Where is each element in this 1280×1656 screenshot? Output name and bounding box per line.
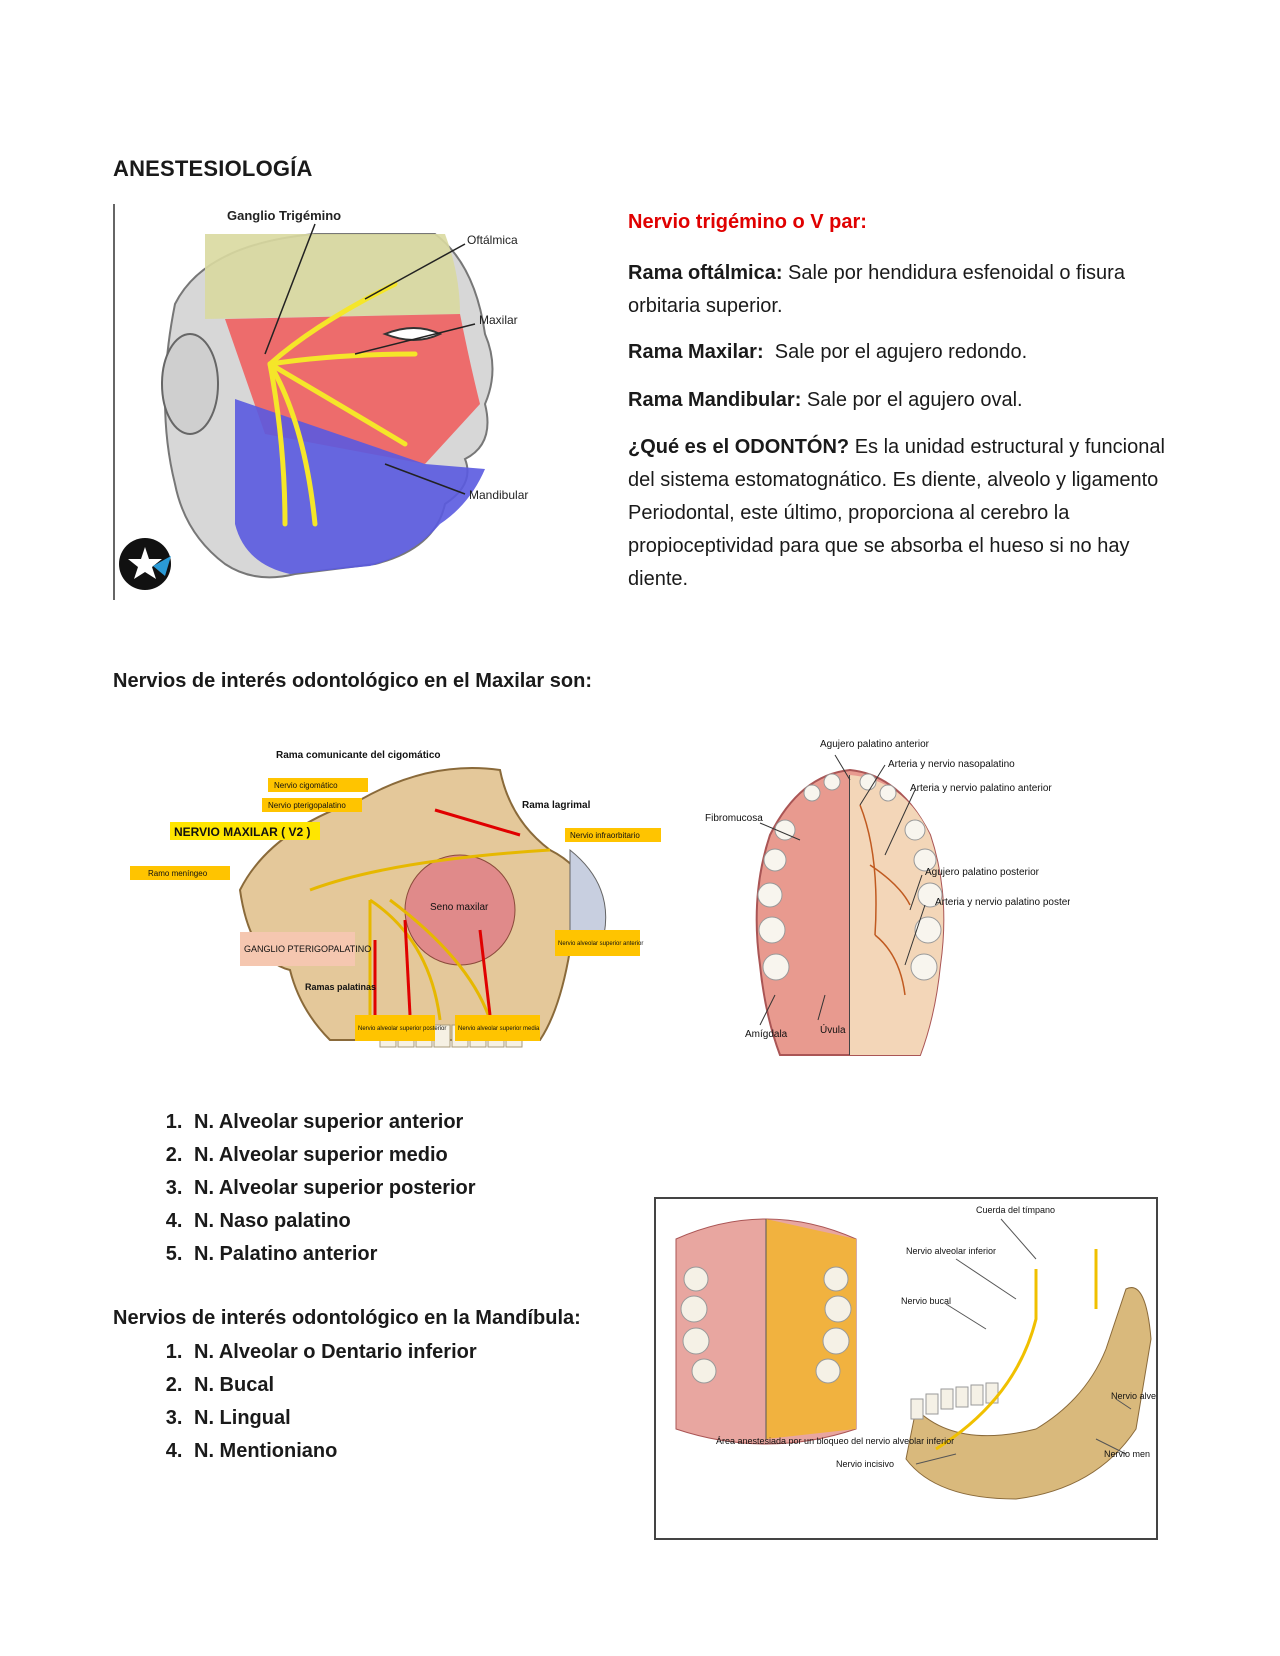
maxilar-nerve-list: N. Alveolar superior anterior N. Alveola… <box>150 1106 476 1271</box>
list-item: N. Lingual <box>188 1402 477 1435</box>
label-agujero-palatino-anterior: Agujero palatino anterior <box>820 739 930 750</box>
label-nervio-alveolar-right: Nervio alveola <box>1111 1391 1156 1401</box>
page-title: ANESTESIOLOGÍA <box>113 156 313 181</box>
list-item: N. Mentioniano <box>188 1435 477 1468</box>
maxilar-section-heading: Nervios de interés odontológico en el Ma… <box>113 670 592 692</box>
label-nervio-incisivo: Nervio incisivo <box>836 1459 894 1469</box>
mandibula-section-heading: Nervios de interés odontológico en la Ma… <box>113 1307 581 1329</box>
label-cuerda-timpano: Cuerda del tímpano <box>976 1205 1055 1215</box>
label-ganglio-trigemino: Ganglio Trigémino <box>227 208 341 223</box>
label-mandibular: Mandibular <box>469 488 528 502</box>
list-item: N. Bucal <box>188 1369 477 1402</box>
label-nervio-cigomatico: Nervio cigomático <box>274 781 338 790</box>
star-logo-icon <box>119 538 171 590</box>
list-item: N. Naso palatino <box>188 1205 476 1238</box>
label-oftalmica: Oftálmica <box>467 233 518 247</box>
label-alveolar-inferior: Nervio alveolar inferior <box>906 1246 996 1256</box>
branch-maxilar: Rama Maxilar: Sale por el agujero redond… <box>628 341 1028 363</box>
list-item: N. Alveolar superior posterior <box>188 1172 476 1205</box>
branch-oftalmica: Rama oftálmica: Sale por hendidura esfen… <box>628 262 1125 317</box>
label-arteria-nasopalatino: Arteria y nervio nasopalatino <box>888 759 1015 770</box>
maxillary-nerve-figure: Rama comunicante del cigomático Nervio c… <box>130 740 690 1085</box>
odonton-definition: ¿Qué es el ODONTÓN? Es la unidad estruct… <box>628 436 1165 590</box>
branch-mandibular: Rama Mandibular: Sale por el agujero ova… <box>628 389 1023 411</box>
label-fibromucosa: Fibromucosa <box>705 813 763 824</box>
label-nervio-bucal: Nervio bucal <box>901 1296 951 1306</box>
label-area-anestesiada: Área anestesiada por un bloqueo del nerv… <box>716 1436 954 1446</box>
label-rama-lagrimal: Rama lagrimal <box>522 800 591 811</box>
label-agujero-palatino-posterior: Agujero palatino posterior <box>925 867 1040 878</box>
label-uvula: Úvula <box>820 1023 846 1036</box>
label-rama-comunicante: Rama comunicante del cigomático <box>276 750 441 761</box>
list-item: N. Alveolar superior anterior <box>188 1106 476 1139</box>
list-item: N. Palatino anterior <box>188 1238 476 1271</box>
mandibula-nerve-list: N. Alveolar o Dentario inferior N. Bucal… <box>150 1336 477 1468</box>
mandible-nerve-figure: Cuerda del tímpano Nervio alveolar infer… <box>654 1197 1158 1540</box>
label-nervio-infraorbitario: Nervio infraorbitario <box>570 831 640 840</box>
trigeminal-heading: Nervio trigémino o V par: <box>628 211 867 233</box>
label-alveolar-media: Nervio alveolar superior media <box>458 1026 540 1032</box>
label-amigdala: Amígdala <box>745 1029 788 1040</box>
list-item: N. Alveolar o Dentario inferior <box>188 1336 477 1369</box>
label-ramo-meningeo: Ramo meníngeo <box>148 869 208 878</box>
label-alveolar-anterior: Nervio alveolar superior anterior <box>558 941 643 947</box>
label-ramas-palatinas: Ramas palatinas <box>305 982 376 992</box>
palate-figure: Agujero palatino anterior Arteria y nerv… <box>700 735 1070 1085</box>
list-item: N. Alveolar superior medio <box>188 1139 476 1172</box>
label-nervio-maxilar: NERVIO MAXILAR ( V2 ) <box>174 825 310 839</box>
label-arteria-palatino-anterior: Arteria y nervio palatino anterior <box>910 783 1052 794</box>
label-nervio-men: Nervio men <box>1104 1449 1150 1459</box>
trigeminal-face-figure: Ganglio Trigémino Oftálmica Maxilar Mand… <box>113 204 608 600</box>
label-ganglio-pterigopalatino: GANGLIO PTERIGOPALATINO <box>244 944 371 954</box>
label-seno-maxilar: Seno maxilar <box>430 902 489 913</box>
label-alveolar-posterior: Nervio alveolar superior posterior <box>358 1026 446 1032</box>
label-nervio-pterigopalatino: Nervio pterigopalatino <box>268 801 346 810</box>
label-maxilar: Maxilar <box>479 313 518 327</box>
label-arteria-palatino-posterior: Arteria y nervio palatino posterior <box>935 897 1070 908</box>
